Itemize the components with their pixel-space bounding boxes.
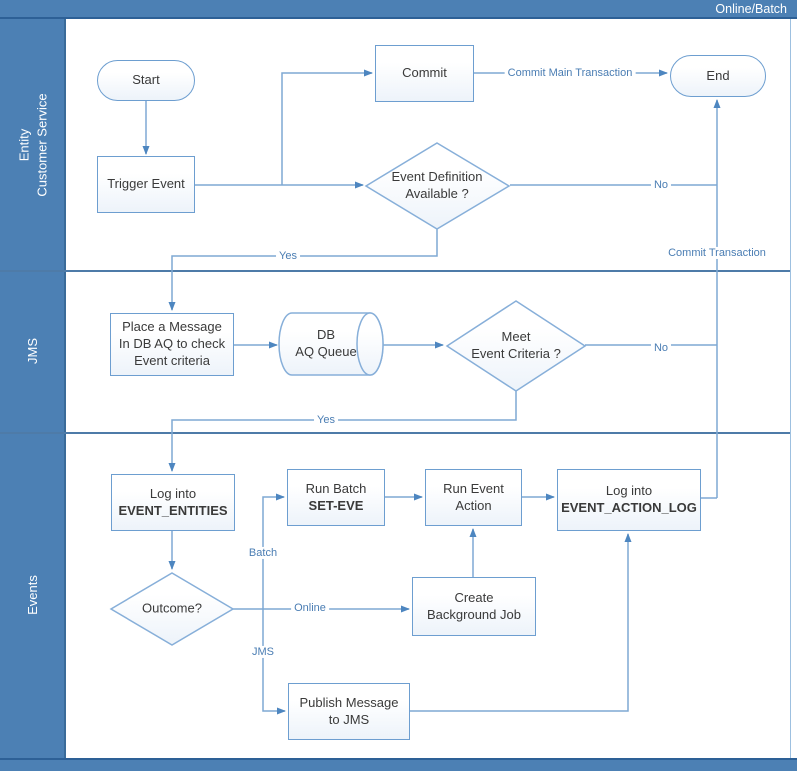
node-publish-message-label: Publish Message to JMS (299, 694, 399, 727)
node-place-message-label: Place a Message In DB AQ to check Event … (118, 319, 226, 368)
node-log-event-action-log-line1: Log into (605, 483, 653, 499)
node-commit-label: Commit (402, 65, 447, 81)
node-publish-message: Publish Message to JMS (288, 683, 410, 740)
edge-label-no-event-definition: No (650, 178, 672, 192)
node-run-batch: Run Batch SET-EVE (287, 469, 385, 526)
node-run-batch-line1: Run Batch (305, 480, 367, 496)
db-queue-cylinder-rim (356, 312, 384, 376)
node-log-event-entities-line2: EVENT_ENTITIES (118, 502, 228, 518)
edge-label-online: Online (291, 601, 329, 615)
node-end: End (670, 55, 766, 97)
node-log-event-entities: Log into EVENT_ENTITIES (111, 474, 235, 531)
node-commit: Commit (375, 45, 474, 102)
node-end-label: End (706, 67, 730, 83)
node-log-event-action-log: Log into EVENT_ACTION_LOG (557, 469, 701, 531)
node-run-event-action-line1: Run Event (443, 480, 504, 496)
edge-criteria-yes (168, 391, 517, 472)
lane-separator-1 (0, 270, 790, 272)
decision-outcome (109, 572, 235, 646)
node-trigger-event-label: Trigger Event (107, 176, 185, 192)
node-run-batch-line2: SET-EVE (308, 497, 364, 513)
edge-label-commit-transaction: Commit Transaction (665, 246, 769, 260)
lane-separator-2 (0, 432, 790, 434)
node-run-event-action: Run Event Action (425, 469, 522, 526)
decision-outcome-label: Outcome? (142, 600, 202, 616)
swimlane-sidebar (0, 19, 66, 758)
node-place-message: Place a Message In DB AQ to check Event … (110, 313, 234, 376)
edge-label-yes-event-definition: Yes (276, 249, 300, 263)
diagram-title: Online/Batch (715, 2, 787, 16)
node-start-label: Start (132, 72, 160, 88)
bottom-rail (0, 758, 797, 771)
node-create-background-job: Create Background Job (412, 577, 536, 636)
node-trigger-event: Trigger Event (97, 156, 195, 213)
decision-event-definition-label: Event Definition Available ? (391, 169, 483, 201)
diagram-title-bar: Online/Batch (0, 0, 797, 19)
canvas-right-border (790, 19, 791, 758)
node-log-event-entities-line1: Log into (149, 485, 197, 501)
edge-label-jms: JMS (249, 645, 277, 659)
edge-eventdef-yes (168, 229, 438, 311)
edge-outcome-batch (262, 493, 285, 609)
node-start: Start (97, 60, 195, 101)
node-create-background-job-label: Create Background Job (427, 589, 521, 622)
edge-branch-to-commit (281, 69, 373, 185)
db-queue-label: DB AQ Queue (295, 327, 357, 359)
decision-meet-criteria (445, 300, 587, 392)
decision-meet-criteria-label: Meet Event Criteria ? (471, 329, 561, 361)
edge-label-commit-main-transaction: Commit Main Transaction (504, 66, 636, 80)
node-log-event-action-log-line2: EVENT_ACTION_LOG (561, 500, 697, 515)
edge-outcome-jms (262, 609, 286, 715)
edge-label-no-meet-criteria: No (650, 341, 672, 355)
edge-label-batch: Batch (245, 546, 281, 560)
node-run-event-action-line2: Action (455, 497, 492, 513)
edge-publish-to-actionlog (410, 533, 632, 712)
edge-label-yes-meet-criteria: Yes (314, 413, 338, 427)
decision-event-definition (364, 142, 511, 230)
